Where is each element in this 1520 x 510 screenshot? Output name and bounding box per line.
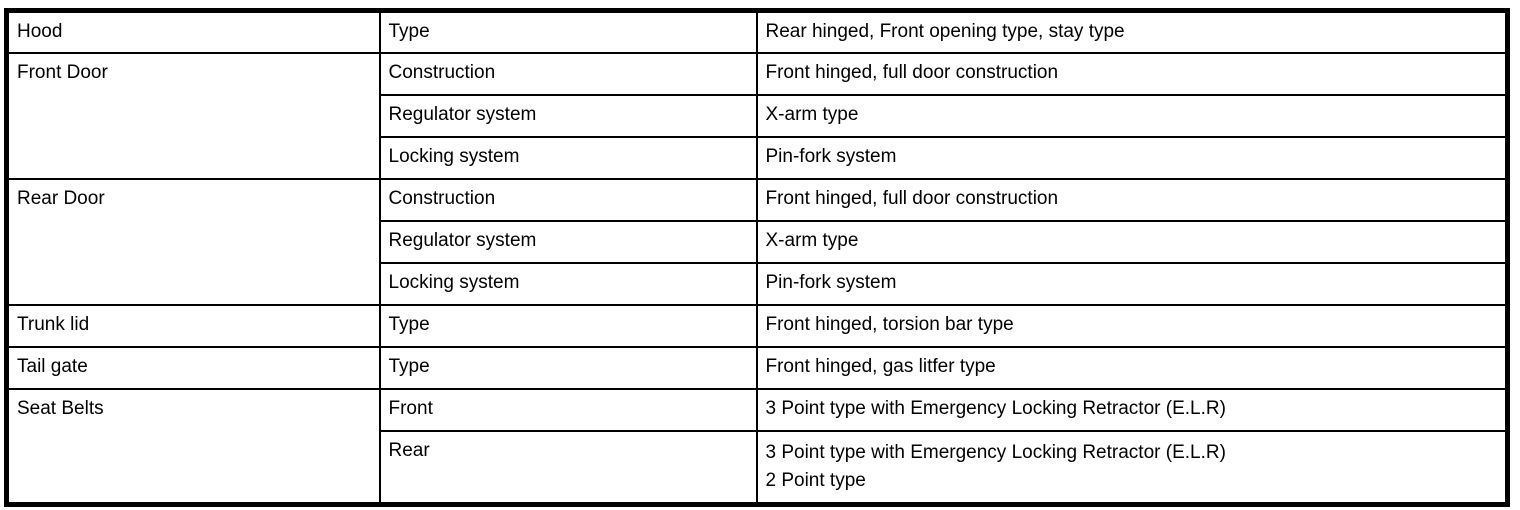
item-label-cell: Rear	[378, 429, 758, 506]
item-label-cell: Regulator system	[378, 219, 758, 264]
component-cell-front-door: Front Door	[5, 51, 381, 180]
table-row: Regulator system X-arm type	[7, 219, 1509, 264]
item-label-cell: Locking system	[378, 261, 758, 306]
item-label-cell: Type	[378, 303, 758, 348]
table-row: Rear 3 Point type with Emergency Locking…	[7, 429, 1509, 506]
item-label-cell: Regulator system	[378, 93, 758, 138]
item-label-cell: Construction	[378, 177, 758, 222]
value-cell: X-arm type	[755, 93, 1509, 138]
body-specifications-table: Hood Type Rear hinged, Front opening typ…	[4, 8, 1510, 507]
item-label-cell: Locking system	[378, 135, 758, 180]
table-row: Tail gate Type Front hinged, gas litfer …	[5, 345, 1509, 390]
value-cell: Front hinged, full door construction	[755, 177, 1509, 222]
value-cell: 3 Point type with Emergency Locking Retr…	[755, 429, 1509, 506]
value-cell: Front hinged, full door construction	[755, 51, 1509, 96]
table-row: Rear Door Construction Front hinged, ful…	[5, 177, 1509, 306]
value-cell: Front hinged, torsion bar type	[755, 303, 1509, 348]
table-row: Regulator system X-arm type	[7, 93, 1509, 138]
value-cell: 3 Point type with Emergency Locking Retr…	[755, 387, 1509, 432]
table-row: Hood Type Rear hinged, Front opening typ…	[5, 9, 1509, 54]
component-cell-hood: Hood	[5, 9, 381, 54]
table-row: Trunk lid Type Front hinged, torsion bar…	[5, 303, 1509, 348]
component-cell-trunk-lid: Trunk lid	[5, 303, 381, 348]
table-row: Seat Belts Front 3 Point type with Emerg…	[5, 387, 1509, 506]
item-label-cell: Construction	[378, 51, 758, 96]
value-line-2: 2 Point type	[765, 469, 866, 491]
value-cell: Front hinged, gas litfer type	[755, 345, 1509, 390]
value-cell: X-arm type	[755, 219, 1509, 264]
table-row: Front Door Construction Front hinged, fu…	[5, 51, 1509, 180]
item-label-cell: Type	[378, 345, 758, 390]
component-cell-rear-door: Rear Door	[5, 177, 381, 306]
item-label-cell: Front	[378, 387, 758, 432]
value-cell: Pin-fork system	[755, 261, 1509, 306]
value-cell: Pin-fork system	[755, 135, 1509, 180]
table-row: Locking system Pin-fork system	[7, 261, 1509, 306]
item-label-cell: Type	[378, 9, 758, 54]
value-cell: Rear hinged, Front opening type, stay ty…	[755, 9, 1509, 54]
value-line-1: 3 Point type with Emergency Locking Retr…	[765, 441, 1226, 463]
table-row: Locking system Pin-fork system	[7, 135, 1509, 180]
component-cell-seat-belts: Seat Belts	[5, 387, 381, 506]
component-cell-tail-gate: Tail gate	[5, 345, 381, 390]
